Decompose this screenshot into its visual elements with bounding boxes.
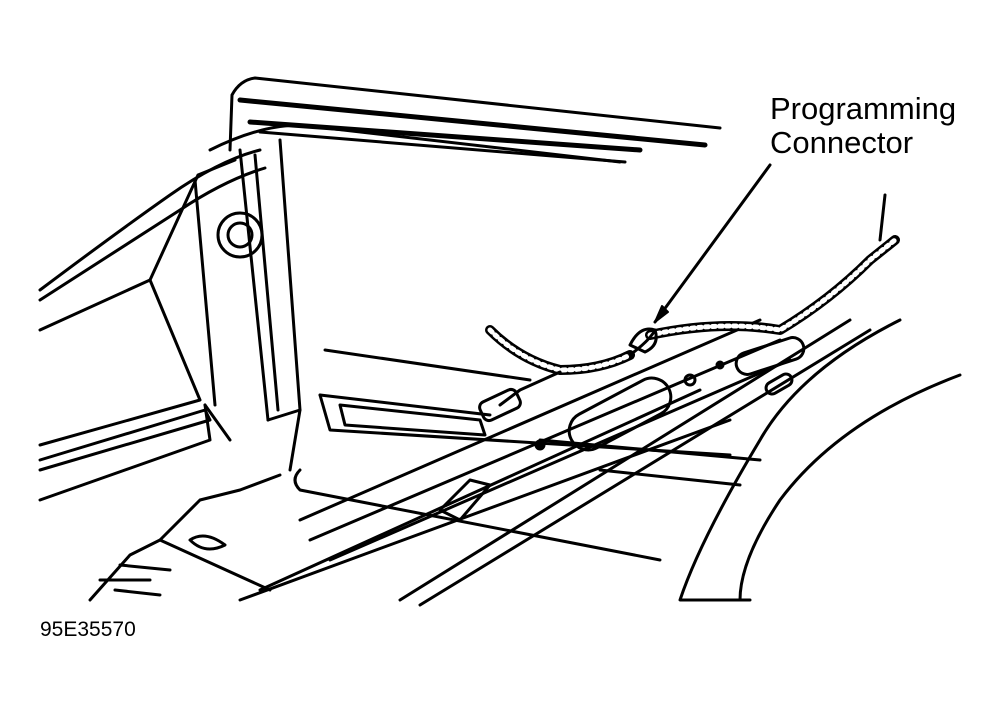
callout-label-line-1: Programming [770,91,957,126]
wiring-harness [478,193,900,423]
floor-rail [238,318,872,607]
callout-leader [653,163,772,324]
pillar-trim [38,138,302,502]
package-shelf [293,348,762,562]
callout-arrowhead [654,305,669,323]
grommet [216,211,264,259]
floor-left [88,473,282,602]
wheelhouse [678,318,962,602]
figure-id: 95E35570 [40,618,136,641]
roof-frame [208,76,722,164]
callout-label-line-2: Connector [770,125,914,160]
